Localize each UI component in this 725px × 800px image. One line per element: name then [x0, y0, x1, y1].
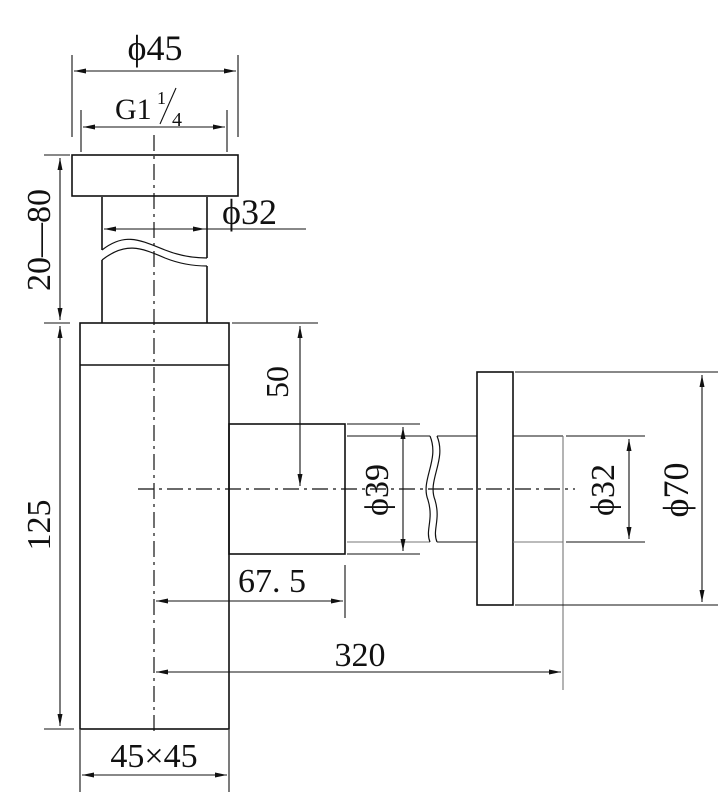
dim-total-projection: 320: [156, 637, 561, 675]
wall-flange: [476, 371, 514, 606]
dim-body-height: 125: [21, 326, 74, 730]
wall-pipe: [513, 435, 564, 690]
label-body-height: 125: [21, 500, 58, 551]
label-thread-fraction-den: 4: [172, 109, 182, 131]
label-total-projection: 320: [335, 637, 386, 674]
label-outlet-offset: 67. 5: [238, 563, 306, 600]
top-flange: [71, 154, 239, 197]
label-body-section: 45×45: [110, 738, 197, 775]
label-top-flange-diameter: ϕ45: [128, 28, 183, 68]
label-tailpiece-diameter: ϕ32: [222, 192, 277, 232]
dim-outlet-offset: 67. 5: [156, 563, 346, 618]
label-wall-pipe-diameter: ϕ32: [585, 464, 622, 516]
dim-top-flange-diameter: ϕ45: [71, 28, 239, 137]
outlet-pipe: [347, 435, 477, 543]
dim-wall-flange-diameter: ϕ70: [515, 371, 718, 606]
tailpiece-pipe: [101, 197, 208, 323]
dim-body-section: 45×45: [79, 730, 230, 792]
dim-adjustable-height: 20—80: [21, 154, 70, 324]
label-adjustable-height: 20—80: [21, 189, 58, 291]
dim-outlet-pipe-diameter: ϕ39: [347, 423, 420, 555]
label-thread-fraction-num: 1: [157, 88, 166, 108]
label-outlet-drop: 50: [259, 366, 295, 398]
dim-outlet-drop: 50: [232, 322, 318, 486]
label-outlet-pipe-diameter: ϕ39: [359, 464, 396, 516]
dim-wall-pipe-diameter: ϕ32: [566, 435, 645, 543]
label-thread-size: G1: [115, 93, 152, 126]
label-wall-flange-diameter: ϕ70: [656, 463, 696, 518]
dim-thread-size: G1 1 4: [80, 87, 228, 152]
dim-tailpiece-diameter: ϕ32: [104, 192, 306, 232]
